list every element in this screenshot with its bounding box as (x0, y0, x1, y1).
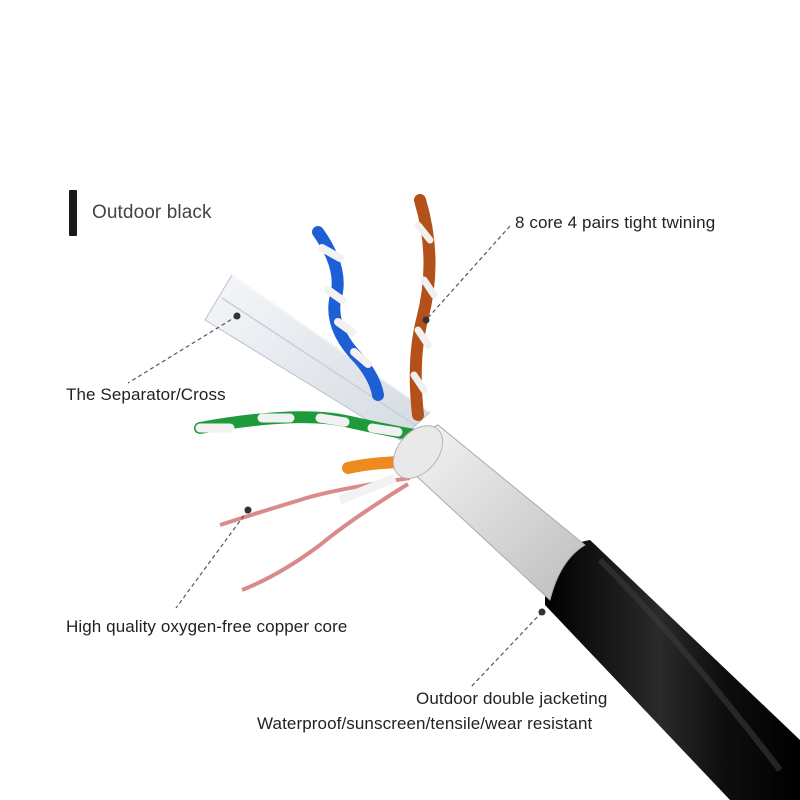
copper-core-wires (219, 473, 411, 592)
core-pairs-label: 8 core 4 pairs tight twining (515, 213, 716, 232)
brown-twisted-pair (409, 194, 438, 421)
color-label: Outdoor black (92, 202, 212, 223)
callout-leaders (127, 225, 543, 689)
green-twisted-pair (194, 411, 426, 442)
separator-label: The Separator/Cross (66, 385, 226, 404)
outer-black-jacket (545, 540, 800, 800)
jacket-properties-label: Waterproof/sunscreen/tensile/wear resist… (257, 714, 593, 733)
blue-twisted-pair (312, 226, 384, 401)
callout-dots (233, 312, 546, 616)
jacket-title-label: Outdoor double jacketing (416, 689, 608, 708)
inner-white-jacket (392, 424, 586, 601)
color-swatch (69, 190, 77, 236)
copper-core-label: High quality oxygen-free copper core (66, 617, 348, 636)
